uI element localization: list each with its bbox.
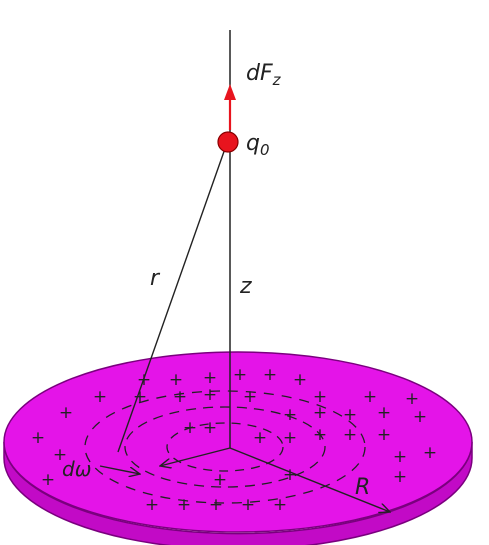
plus-sign: + xyxy=(177,495,191,515)
plus-sign: + xyxy=(93,387,107,407)
plus-sign: + xyxy=(145,495,159,515)
plus-sign: + xyxy=(393,467,407,487)
plus-sign: + xyxy=(423,443,437,463)
plus-sign: + xyxy=(59,403,73,423)
plus-sign: + xyxy=(203,385,217,405)
ring-middle xyxy=(124,406,326,488)
plus-sign: + xyxy=(241,495,255,515)
ring-radial-arrow xyxy=(160,447,231,466)
charged-disk xyxy=(3,351,473,533)
force-arrow-head xyxy=(224,84,236,100)
surface-charges: ++++++++++++++++++++++++++++++++++++++++ xyxy=(31,365,437,515)
plus-sign: + xyxy=(283,405,297,425)
plus-sign: + xyxy=(209,495,223,515)
radius-label: R xyxy=(355,475,370,500)
plus-sign: + xyxy=(203,418,217,438)
plus-sign: + xyxy=(313,425,327,445)
disk-rim xyxy=(3,441,473,545)
force-label: dFz xyxy=(246,61,282,89)
plus-sign: + xyxy=(253,428,267,448)
ring-inner xyxy=(166,422,284,472)
ring-element-label: dω xyxy=(62,457,91,481)
height-label-z: z xyxy=(239,274,252,299)
plus-sign: + xyxy=(243,387,257,407)
plus-sign: + xyxy=(377,425,391,445)
plus-sign: + xyxy=(133,387,147,407)
plus-sign: + xyxy=(263,365,277,385)
plus-sign: + xyxy=(343,425,357,445)
plus-sign: + xyxy=(313,403,327,423)
plus-sign: + xyxy=(183,418,197,438)
plus-sign: + xyxy=(413,407,427,427)
plus-sign: + xyxy=(283,465,297,485)
plus-sign: + xyxy=(273,495,287,515)
plus-sign: + xyxy=(173,387,187,407)
plus-sign: + xyxy=(31,428,45,448)
distance-line-r xyxy=(117,142,228,453)
plus-sign: + xyxy=(203,368,217,388)
test-charge xyxy=(217,131,239,153)
plus-sign: + xyxy=(169,370,183,390)
plus-sign: + xyxy=(283,428,297,448)
plus-sign: + xyxy=(53,445,67,465)
plus-sign: + xyxy=(41,470,55,490)
plus-sign: + xyxy=(313,387,327,407)
ring-outer xyxy=(84,390,366,504)
plus-sign: + xyxy=(343,405,357,425)
radius-arrow xyxy=(229,447,390,512)
ring-element-arrow xyxy=(99,465,140,474)
plus-sign: + xyxy=(213,470,227,490)
plus-sign: + xyxy=(233,365,247,385)
plus-sign: + xyxy=(293,370,307,390)
plus-sign: + xyxy=(377,403,391,423)
plus-sign: + xyxy=(363,387,377,407)
charge-label: q0 xyxy=(246,131,270,159)
distance-label-r: r xyxy=(150,266,161,291)
plus-sign: + xyxy=(405,389,419,409)
plus-sign: + xyxy=(393,447,407,467)
